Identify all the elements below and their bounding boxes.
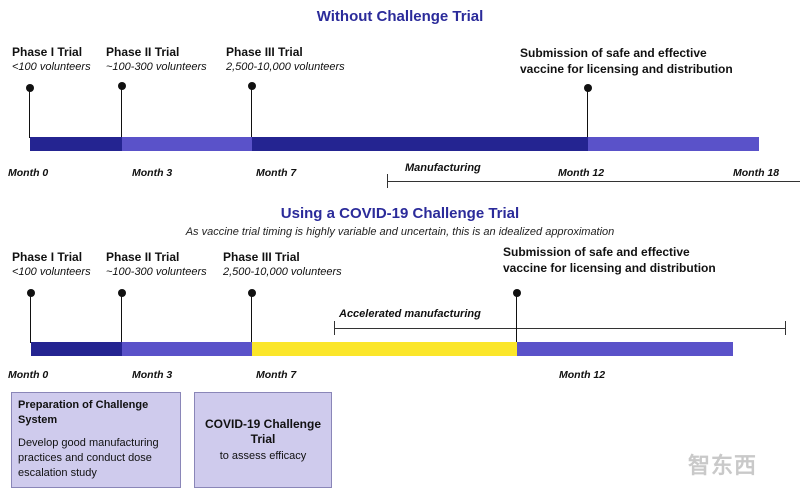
phase-volunteers: ~100-300 volunteers	[106, 61, 207, 73]
top-marker-dot-month-0	[26, 84, 34, 92]
bottom-marker-stem-month-12	[516, 293, 518, 343]
bottom-month-label: Month 3	[132, 369, 173, 381]
bottom-bar-phase-2	[122, 342, 252, 356]
phase-name: Phase III Trial	[223, 250, 300, 264]
challenge-trial-box-body: to assess efficacy	[219, 450, 307, 462]
preparation-box-body: Develop good manufacturing practices and…	[18, 437, 159, 479]
bottom-month-label: Month 7	[256, 369, 297, 381]
bottom-phase-3-label: Phase III Trial 2,500-10,000 volunteers	[223, 250, 342, 278]
top-title: Without Challenge Trial	[316, 8, 484, 25]
phase-name: Phase II Trial	[106, 45, 180, 59]
bottom-title: Using a COVID-19 Challenge Trial	[280, 205, 520, 222]
bottom-marker-dot-month-0	[27, 289, 35, 297]
bottom-marker-dot-month-3	[118, 289, 126, 297]
top-month-label: Month 3	[132, 167, 173, 179]
bottom-bar-phase-1	[31, 342, 122, 356]
preparation-box: Preparation of Challenge System Develop …	[11, 392, 181, 488]
phase-name: Phase I Trial	[12, 45, 83, 59]
top-marker-stem-month-12	[587, 88, 589, 150]
top-submission-label: Submission of safe and effective vaccine…	[520, 45, 733, 77]
bottom-month-label: Month 12	[559, 369, 606, 381]
bottom-phase-2-label: Phase II Trial ~100-300 volunteers	[106, 250, 207, 278]
challenge-trial-box: COVID-19 Challenge Trial to assess effic…	[194, 392, 332, 488]
bottom-phase-1-label: Phase I Trial <100 volunteers	[12, 250, 91, 278]
top-month-label: Month 18	[733, 167, 780, 179]
bottom-month-label: Month 0	[8, 369, 49, 381]
challenge-trial-box-title: COVID-19 Challenge Trial	[204, 417, 322, 446]
phase-volunteers: 2,500-10,000 volunteers	[226, 61, 345, 73]
top-marker-stem-month-0	[29, 88, 31, 138]
bottom-marker-dot-month-12	[513, 289, 521, 297]
bottom-marker-dot-month-7	[248, 289, 256, 297]
phase-name: Phase II Trial	[106, 250, 180, 264]
top-month-label: Month 0	[8, 167, 49, 179]
bottom-bar-post-submission	[517, 342, 733, 356]
bottom-manufacturing-range-line	[334, 328, 786, 329]
submission-line-2: vaccine for licensing and distribution	[503, 261, 716, 275]
phase-name: Phase I Trial	[12, 250, 83, 264]
phase-volunteers: ~100-300 volunteers	[106, 266, 207, 278]
top-marker-dot-month-3	[118, 82, 126, 90]
top-marker-dot-month-7	[248, 82, 256, 90]
phase-volunteers: <100 volunteers	[12, 266, 91, 278]
watermark-logo: 智东西	[688, 453, 758, 478]
top-manufacturing-label: Manufacturing	[405, 162, 481, 174]
bottom-bar-challenge-trial	[252, 342, 517, 356]
top-phase-3-label: Phase III Trial 2,500-10,000 volunteers	[226, 45, 345, 73]
top-marker-dot-month-12	[584, 84, 592, 92]
top-bar-phase-1	[30, 137, 122, 151]
bottom-manufacturing-end-tick	[785, 321, 786, 335]
phase-volunteers: 2,500-10,000 volunteers	[223, 266, 342, 278]
top-manufacturing-range-line	[387, 181, 800, 182]
top-marker-stem-month-7	[251, 86, 253, 150]
bottom-subtitle: As vaccine trial timing is highly variab…	[185, 226, 615, 238]
submission-line-1: Submission of safe and effective	[503, 245, 690, 259]
bottom-marker-stem-month-7	[251, 293, 253, 343]
phase-volunteers: <100 volunteers	[12, 61, 91, 73]
bottom-submission-label: Submission of safe and effective vaccine…	[503, 244, 716, 276]
top-bar-phase-2	[122, 137, 252, 151]
top-phase-2-label: Phase II Trial ~100-300 volunteers	[106, 45, 207, 73]
phase-name: Phase III Trial	[226, 45, 303, 59]
submission-line-1: Submission of safe and effective	[520, 46, 707, 60]
bottom-marker-stem-month-3	[121, 293, 123, 343]
bottom-marker-stem-month-0	[30, 293, 32, 343]
top-phase-1-label: Phase I Trial <100 volunteers	[12, 45, 91, 73]
top-bar-post-submission	[588, 137, 759, 151]
top-bar-phase-3	[252, 137, 588, 151]
preparation-box-title: Preparation of Challenge System	[18, 399, 149, 426]
top-month-label: Month 7	[256, 167, 297, 179]
top-month-label: Month 12	[558, 167, 605, 179]
top-marker-stem-month-3	[121, 86, 123, 150]
bottom-manufacturing-label: Accelerated manufacturing	[339, 308, 481, 320]
submission-line-2: vaccine for licensing and distribution	[520, 62, 733, 76]
